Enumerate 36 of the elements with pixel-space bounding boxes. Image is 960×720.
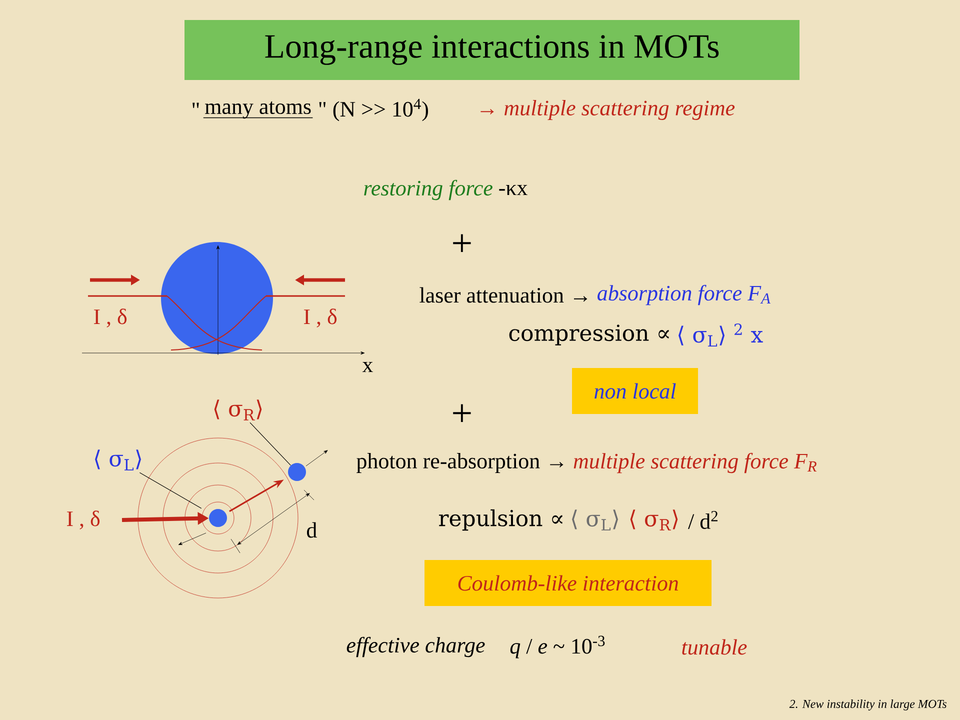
axis-label: x [362, 362, 373, 372]
formula-text: ⟨ σ$_{L}$⟩ [572, 510, 618, 530]
symbol-label: ⟨ σ$_{L}$⟩ [95, 450, 141, 470]
leader-line [250, 422, 291, 466]
formula-text: -κx [499, 184, 528, 196]
symbol-label: ⟨ σ$_{R}$⟩ [214, 400, 262, 420]
title-banner: Long-range interactions in MOTs [184, 20, 800, 80]
atom-dot [288, 463, 306, 481]
text-label: photon re-absorption → [356, 453, 564, 473]
formula-text: q / e ~ 10$^{-3}$ [510, 636, 605, 658]
text-label: compression ∝ [509, 324, 669, 346]
text-label: " (N >> 10$^{4}$) [319, 98, 428, 122]
leader-line [139, 472, 202, 509]
underlined-text: many atoms [202, 101, 314, 119]
formula-text: ⟨ σ$_{R}$⟩ [630, 510, 678, 530]
text-label: tunable [682, 639, 747, 655]
highlight-box: non local [572, 368, 698, 414]
text-label: → multiple scattering regime [480, 100, 735, 120]
axis-label: I , δ [67, 510, 100, 530]
text-label: absorption force F$_{A}$ [598, 284, 770, 306]
text-label: laser attenuation → [420, 287, 588, 303]
quote-mark: " [192, 102, 199, 108]
text-label: restoring force [364, 180, 492, 200]
formula-text: ⟨ σ$_{L}$⟩ $^{2}$ x [678, 323, 763, 347]
atom-dot [209, 509, 227, 527]
axis-label: I , δ [304, 308, 337, 328]
highlight-box: Coulomb-like interaction [424, 560, 712, 606]
formula-text: / d$^{2}$ [688, 511, 718, 529]
footer-text: 2. New instability in large MOTs [789, 700, 946, 710]
plus-sign: + [453, 234, 471, 252]
axis-label: I , δ [94, 308, 127, 328]
text-label: effective charge [346, 636, 485, 658]
plus-sign: + [453, 404, 471, 422]
text-label: multiple scattering force F$_{R}$ [574, 452, 817, 474]
dimension-label: d [307, 522, 317, 538]
text-label: repulsion ∝ [439, 509, 562, 531]
